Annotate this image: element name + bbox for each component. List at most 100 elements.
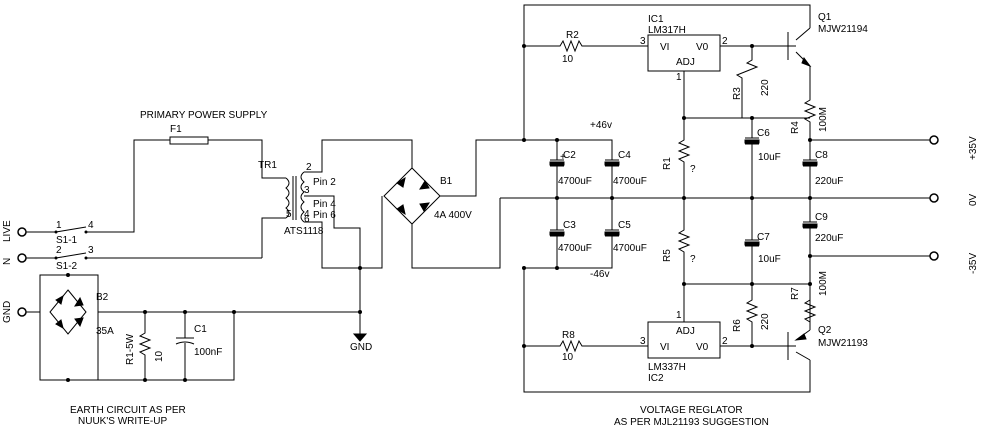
ic2-adj: ADJ [676,326,695,337]
ic2-vi: VI [660,342,669,353]
transistor-q2-label: Q2 [818,325,832,336]
ic1-pin-1: 1 [676,72,682,83]
resistor-r8-label: R8 [562,330,575,341]
transistor-q1-part: MJW21194 [818,24,868,35]
neg35-label: -35V [968,253,979,274]
regulator-ic2 [647,321,721,359]
transformer-pin-3: 3 [304,185,310,196]
resistor-r6-value: 220 [760,313,771,330]
bridge-pos-output [440,139,524,197]
fuse-f1-label: F1 [170,124,182,135]
zero-volt-terminal[interactable] [929,193,939,203]
capacitor-c5-label: C5 [618,220,631,231]
resistor-r6-label: R6 [732,319,743,332]
transformer-pin-6: 6 [304,214,310,225]
resistor-r3-value: 220 [760,79,771,96]
ground-symbol [352,333,368,342]
capacitor-c7-value: 10uF [758,254,781,265]
capacitor-c3-label: C3 [563,220,576,231]
capacitor-c9-value: 220uF [815,233,843,244]
capacitor-c1-label: C1 [194,324,207,335]
resistor-r4-label: R4 [790,121,801,134]
gnd-terminal[interactable] [17,307,27,317]
capacitor-c1-value: 100nF [194,347,222,358]
bridge-b1-rating: 4A 400V [434,210,472,221]
secondary-pin-2-label: Pin 2 [313,177,336,188]
resistor-r4-value: 100M [818,107,829,132]
capacitor-c4-value: 4700uF [613,176,647,187]
neutral-to-transformer-wire [261,217,286,258]
capacitor-c2 [550,140,564,198]
ic1-pin-2: 2 [722,36,728,47]
resistor-r1-trim-label: R1 [662,157,673,170]
earth-note-line-1: EARTH CIRCUIT AS PER [70,405,186,416]
live-wire [26,139,170,233]
resistor-r5-trim-value: ? [690,254,696,265]
bridge-rectifier-b1-section: B1 4A 400V [304,139,524,312]
transistor-q2 [787,329,811,361]
resistor-r8 [524,339,648,353]
ic1-part: LM317H [648,25,686,36]
resistor-r2 [524,39,648,53]
switch-s1-2-label: S1-2 [56,261,78,272]
capacitor-c6 [745,118,759,198]
zero-volt-label: 0V [968,193,979,206]
resistor-r7 [803,284,817,330]
gnd-terminal-label: GND [2,301,13,323]
primary-title: PRIMARY POWER SUPPLY [140,110,268,121]
capacitor-c1 [175,312,195,380]
resistor-r7-value: 100M [818,271,829,296]
earth-circuit-section: B2 35A R1-5W 10 C1 100nF GND EARTH CIRCU… [26,266,372,427]
capacitor-c7 [745,198,759,284]
capacitor-c5-value: 4700uF [613,243,647,254]
pos46-label: +46v [590,120,612,131]
negative-regulator: R8 10 ADJ VI V0 LM337H IC2 3 2 1 R5 ? C7… [522,198,930,428]
capacitor-c3-value: 4700uF [558,243,592,254]
ic1-pin-3: 3 [640,36,646,47]
capacitor-c9-label: C9 [815,212,828,223]
capacitor-c2-label: C2 [563,150,576,161]
resistor-r1-label: R1-5W [125,333,136,365]
capacitor-c9 [803,198,817,284]
ic2-pin-3: 3 [640,336,646,347]
bridge-neg-output [411,198,501,269]
neg46-rail [524,256,613,269]
center-tap-wire [304,195,361,312]
ic2-part: LM337H [648,362,686,373]
resistor-r1-trim-value: ? [690,164,696,175]
transformer-tr1: TR1 2 3 4 5 6 Pin 2 Pin 4 Pin 6 ATS1118 [258,160,336,237]
switch-pin-2: 2 [56,245,62,256]
ic1-label: IC1 [648,14,664,25]
pos35-terminal[interactable] [929,135,939,145]
earth-top-wire [26,274,360,313]
capacitor-c4-label: C4 [618,150,631,161]
regulator-note-line-2: AS PER MJL21193 SUGGESTION [614,417,769,428]
positive-regulator: R2 10 IC1 LM317H VI V0 ADJ 3 2 1 R3 220 … [522,4,930,200]
resistor-r6 [745,284,759,346]
capacitor-c2-value: 4700uF [558,176,592,187]
transistor-q1-label: Q1 [818,12,832,23]
neg46-label: -46v [590,269,609,280]
transformer-part-label: ATS1118 [284,226,324,237]
capacitor-c3 [550,198,564,268]
transistor-q1 [787,27,811,67]
mains-input-section: LIVE N GND 1 4 2 3 S1-1 S1-2 F1 PRIMARY … [2,110,286,323]
capacitor-c6-value: 10uF [758,152,781,163]
resistor-r1-value: 10 [154,350,165,362]
secondary-pin-6-label: Pin 6 [313,210,336,221]
capacitor-c4 [605,148,619,198]
bridge-b2-diamond [49,289,87,335]
capacitor-c8-value: 220uF [815,176,843,187]
output-terminals: +35V 0V -35V [929,135,979,274]
transformer-pin-4: 4 [304,209,310,220]
transistor-q2-part: MJW21193 [818,338,868,349]
resistor-r1-trim [677,118,691,198]
neutral-terminal[interactable] [17,253,27,263]
neg35-terminal[interactable] [929,251,939,261]
transformer-pin-2: 2 [306,162,312,173]
ic1-adj: ADJ [676,57,695,68]
neutral-label: N [2,258,13,265]
live-terminal[interactable] [17,227,27,237]
ic2-vo: V0 [696,342,709,353]
